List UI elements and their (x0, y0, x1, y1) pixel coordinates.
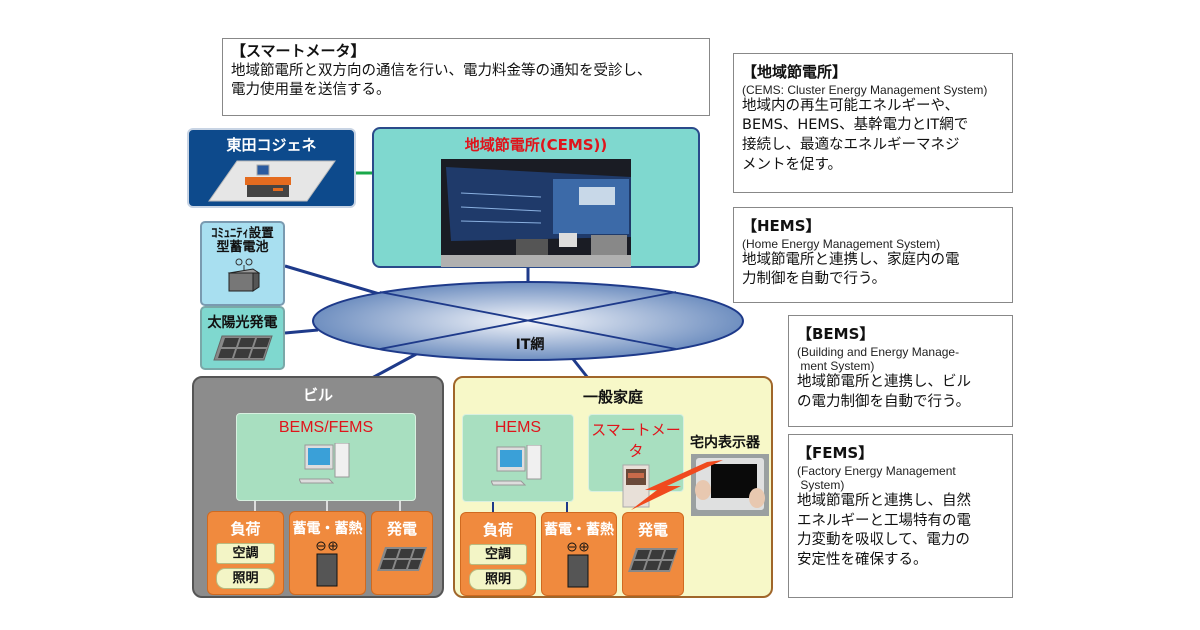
storage-label: 蓄電・蓄熱 (292, 521, 363, 537)
cems-center-label: 地域節電所(CEMS)) (464, 136, 608, 154)
it-network-label: IT網 (515, 337, 545, 353)
note-english: System) (797, 477, 845, 492)
home-generation-box: 発電 (622, 512, 684, 596)
generation-label: 発電 (386, 520, 417, 538)
battery-icon (316, 541, 337, 587)
bems-note: 【BEMS】 (Building and Energy Manage- ment… (788, 315, 1013, 427)
computer-icon (299, 443, 350, 484)
cogen-label: 東田コジェネ (226, 136, 317, 154)
battery-icon (567, 542, 589, 588)
note-desc: の電力制御を自動で行う。 (797, 393, 971, 410)
note-desc: 安定性を確保する。 (797, 551, 928, 568)
ac-label: 空調 (216, 543, 275, 564)
note-desc: 力変動を吸収して、電力の (797, 532, 970, 549)
note-english: (Home Energy Management System) (742, 236, 941, 251)
note-desc: 電力使用量を送信する。 (231, 82, 391, 99)
community-battery-node: ｺﾐｭﾆﾃｨ設置 型蓄電池 (200, 221, 285, 306)
battery-icon (227, 258, 260, 292)
smart-meter-label: スマートメータ (591, 422, 681, 460)
home-title: 一般家庭 (582, 388, 643, 406)
note-desc: 地域節電所と連携し、ビル (797, 374, 971, 391)
building-group: ビル BEMS/FEMS 負荷 空調 照明 蓄電・蓄熱 発電 (192, 376, 444, 598)
load-label: 負荷 (482, 521, 513, 539)
note-title: 【FEMS】 (797, 444, 874, 462)
note-desc: 地域節電所と連携し、家庭内の電 (742, 251, 960, 268)
building-load-box: 負荷 空調 照明 (207, 511, 284, 595)
cems-center-node: 地域節電所(CEMS)) (372, 127, 700, 268)
home-display-label: 宅内表示器 (690, 435, 760, 451)
solar-label: 太陽光発電 (207, 315, 278, 331)
hems-label: HEMS (494, 419, 542, 436)
battery-label-line2: 型蓄電池 (216, 240, 269, 255)
wireless-signal-icon (631, 460, 723, 510)
ac-label: 空調 (469, 544, 527, 565)
cogen-node: 東田コジェネ (187, 128, 356, 208)
lighting-label: 照明 (469, 569, 527, 590)
note-title: 【HEMS】 (742, 217, 821, 235)
note-title: 【BEMS】 (797, 325, 875, 343)
note-english: (CEMS: Cluster Energy Management System) (742, 82, 988, 97)
bems-fems-box: BEMS/FEMS (236, 413, 416, 501)
note-title: 【地域節電所】 (742, 63, 848, 81)
fems-note: 【FEMS】 (Factory Energy Management System… (788, 434, 1013, 598)
solar-panel-icon (377, 547, 427, 571)
home-group: 一般家庭 HEMS スマートメータ 宅内表示器 負荷 空調 照明 蓄電 (453, 376, 773, 598)
network-cross-line (379, 291, 677, 350)
note-desc: 接続し、最適なエネルギーマネジ (742, 137, 960, 154)
computer-icon (491, 445, 542, 486)
note-title: 【スマートメータ】 (231, 42, 366, 60)
note-desc: エネルギーと工場特有の電 (797, 512, 971, 529)
hems-note: 【HEMS】 (Home Energy Management System) 地… (733, 207, 1013, 303)
load-label: 負荷 (230, 520, 261, 538)
bems-fems-label: BEMS/FEMS (278, 419, 374, 436)
note-desc: BEMS、HEMS、基幹電力とIT網で (742, 117, 969, 134)
battery-label-line1: ｺﾐｭﾆﾃｨ設置 (211, 225, 274, 240)
note-desc: 地域節電所と連携し、自然 (797, 493, 971, 510)
cogen-plant-icon (207, 160, 336, 202)
note-english: (Factory Energy Management (797, 463, 956, 478)
lighting-label: 照明 (216, 568, 275, 589)
hems-box: HEMS (462, 414, 574, 502)
note-desc: メントを促す。 (742, 156, 843, 173)
note-desc: 地域節電所と双方向の通信を行い、電力料金等の通知を受診し、 (231, 62, 652, 79)
note-desc: 力制御を自動で行う。 (742, 271, 887, 288)
building-title: ビル (302, 386, 333, 404)
home-load-box: 負荷 空調 照明 (460, 512, 536, 596)
note-english: (Building and Energy Manage- (797, 344, 960, 359)
home-storage-box: 蓄電・蓄熱 (541, 512, 617, 596)
control-room-photo (441, 159, 631, 267)
solar-link (284, 328, 319, 335)
building-link (371, 350, 421, 380)
solar-node: 太陽光発電 (200, 306, 285, 370)
building-generation-box: 発電 (371, 511, 433, 595)
generation-label: 発電 (637, 521, 668, 539)
note-desc: 地域内の再生可能エネルギーや、 (742, 97, 960, 114)
smart-meter-note: 【スマートメータ】 地域節電所と双方向の通信を行い、電力料金等の通知を受診し、 … (222, 38, 710, 116)
note-english: ment System) (797, 358, 875, 373)
cems-note: 【地域節電所】 (CEMS: Cluster Energy Management… (733, 53, 1013, 193)
building-storage-box: 蓄電・蓄熱 (289, 511, 366, 595)
solar-panel-icon (628, 548, 678, 572)
home-link (571, 358, 590, 379)
storage-label: 蓄電・蓄熱 (544, 522, 614, 538)
solar-panel-icon (212, 335, 273, 361)
